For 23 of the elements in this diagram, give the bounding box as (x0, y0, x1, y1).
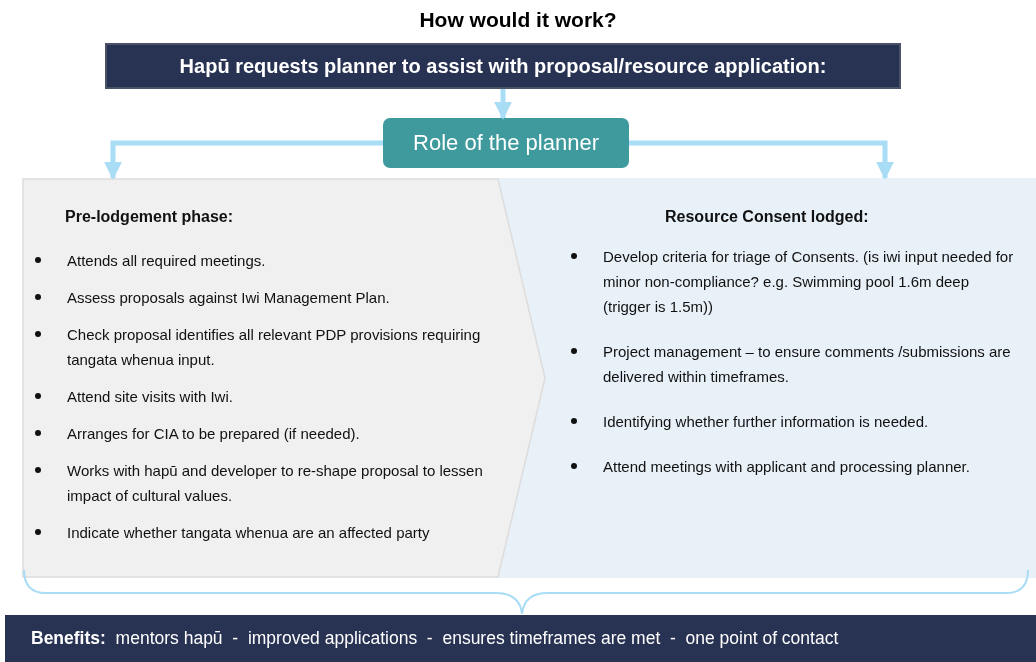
request-banner: Hapū requests planner to assist with proposal/resource application: (105, 43, 901, 89)
benefits-bar (5, 615, 1036, 662)
bullet-item: Attend site visits with Iwi. (67, 387, 234, 407)
bullet-item: Check proposal identifies all relevant PDP provisions requiring tangata whenua input. (67, 325, 482, 370)
arrow (629, 140, 894, 180)
phase-panel (497, 178, 1036, 578)
bullet-item: Identifying whether further information is needed. (603, 412, 930, 432)
bullet-item: Assess proposals against Iwi Management Plan. (67, 288, 391, 308)
phase-panel (22, 178, 546, 578)
role-box: Role of the planner (383, 118, 629, 168)
bullet-item: Attend meetings with applicant and processing planner. (603, 457, 971, 477)
benefits-text: Benefits: mentors hapū - improved applications - ensures timeframes are met - one point of contact (31, 628, 839, 649)
bullet-item: Attends all required meetings. (67, 251, 267, 271)
arrow (494, 89, 512, 120)
bullet-item: Works with hapū and developer to re-shape proposal to lessen impact of cultural values. (67, 461, 484, 506)
bullet-item: Develop criteria for triage of Consents. (is iwi input needed for minor non-compliance? e.g. Swimming pool 1.6m deep (trigger is 1.5m)) (603, 247, 1015, 317)
bullet-item: Arranges for CIA to be prepared (if needed). (67, 424, 361, 444)
bullet-item: Indicate whether tangata whenua are an affected party (67, 523, 431, 543)
arrow (104, 140, 383, 180)
diagram-title: How would it work? (418, 8, 618, 32)
panel-heading: Pre-lodgement phase: (65, 208, 234, 226)
bullet-item: Project management – to ensure comments /submissions are delivered within timeframes. (603, 342, 1012, 387)
panel-heading: Resource Consent lodged: (665, 208, 869, 226)
